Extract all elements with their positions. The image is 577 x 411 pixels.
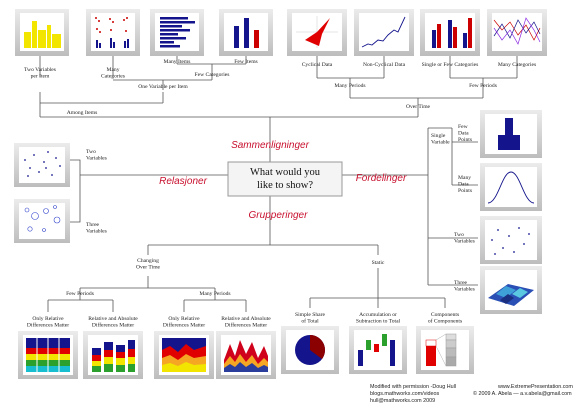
- heading-comparison: Sammenligninger: [231, 140, 309, 151]
- footer-copyright: © 2009 A. Abela — a.v.abela@gmail.com: [473, 390, 572, 397]
- center-question-line1: What would you: [250, 167, 321, 178]
- label-few-categories-top: Few Categories: [195, 72, 230, 78]
- thumb-line-chart-non-cyclical: [354, 9, 414, 56]
- thumb-line-chart-many-categories: [487, 9, 547, 56]
- thumb-stacked-100-with-subcomponents: [416, 326, 474, 374]
- thumb-scatter-two-variables: [480, 216, 542, 264]
- thumb-stacked-100-area: [154, 331, 214, 379]
- thumb-variable-width-column: [15, 9, 69, 56]
- thumb-column-chart-few-categories: [420, 9, 480, 56]
- label-many-items: Many Items: [164, 59, 191, 65]
- center-question-line2: like to show?: [257, 180, 313, 191]
- footer-modified: Modified with permission -Doug Hull: [370, 384, 456, 390]
- label-many-periods-bottom: Many Periods: [199, 291, 230, 297]
- thumb-stacked-area: [216, 331, 276, 379]
- label-few-periods-bottom: Few Periods: [66, 291, 94, 297]
- label-one-variable-per-item: One Variable per Item: [138, 84, 188, 90]
- thumb-stacked-column: [83, 331, 143, 379]
- thumb-column-chart-few-items: [219, 9, 273, 56]
- heading-relationship: Relasjoner: [159, 176, 207, 187]
- label-few-periods-top: Few Periods: [469, 83, 497, 89]
- footer-site: www.ExtremePresentation.com: [497, 384, 573, 390]
- label-few-items: Few Items: [234, 59, 257, 65]
- thumb-circular-area-chart: [287, 9, 347, 56]
- thumb-3d-area-chart: [480, 266, 542, 314]
- label-non-cyclical-data: Non-Cyclical Data: [363, 62, 406, 68]
- footer-blogs: blogs.mathworks.com/videos: [370, 391, 440, 397]
- thumb-scatter-chart: [14, 143, 70, 187]
- heading-distribution: Fordelinger: [356, 173, 407, 184]
- label-many-categories-right: Many Categories: [498, 62, 536, 68]
- thumb-bar-chart-many-items: [150, 9, 204, 56]
- thumb-stacked-100-column: [18, 331, 78, 379]
- thumb-column-histogram: [480, 110, 542, 158]
- thumb-table-with-charts: [86, 9, 140, 56]
- tree-connectors: [39, 56, 518, 312]
- thumb-pie-chart: [281, 326, 339, 374]
- footer-email: hull@mathworks.com 2009: [370, 398, 435, 404]
- label-single-or-few-categories: Single or Few Categories: [422, 62, 479, 68]
- thumb-bubble-chart: [14, 199, 70, 243]
- label-among-items: Among Items: [67, 110, 98, 116]
- label-static: Static: [372, 260, 385, 266]
- center-question-box: [227, 161, 343, 197]
- label-many-periods-top: Many Periods: [334, 83, 365, 89]
- label-cyclical-data: Cyclical Data: [302, 62, 333, 68]
- heading-composition: Grupperinger: [249, 210, 309, 221]
- thumb-waterfall-chart: [349, 326, 407, 374]
- thumb-line-histogram: [480, 163, 542, 211]
- label-over-time: Over Time: [406, 104, 431, 110]
